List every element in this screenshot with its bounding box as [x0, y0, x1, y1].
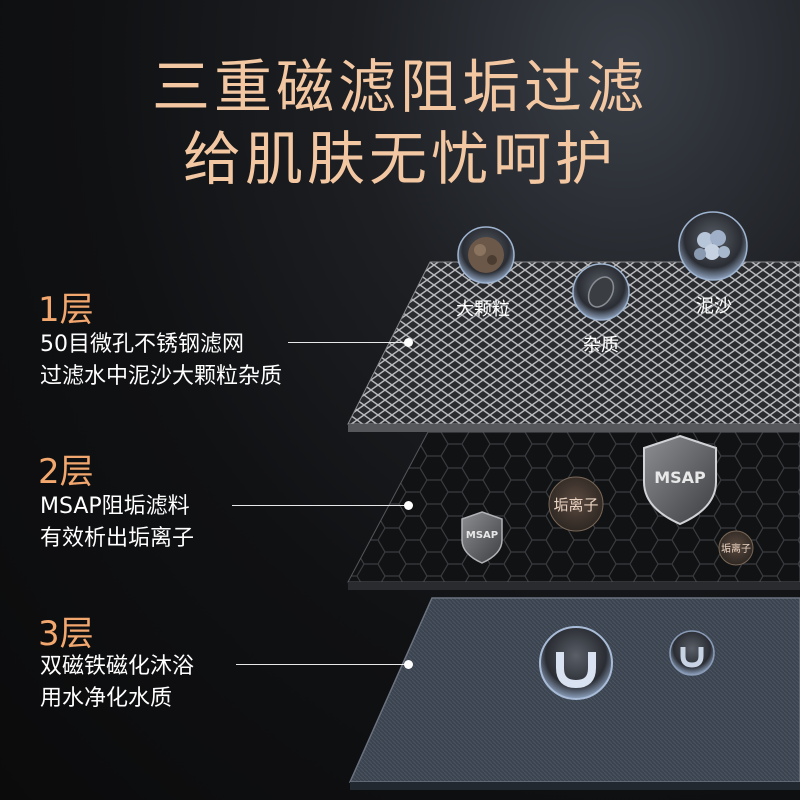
scale-ion-icon: 垢离子 [548, 476, 604, 532]
scale-ion-label: 垢离子 [553, 496, 598, 514]
layer-2-number: 2层 [38, 452, 94, 492]
layer-3-number: 3层 [38, 614, 94, 654]
layer-1-desc-line-1: 50目微孔不锈钢滤网 [40, 332, 244, 357]
layer-1-leader-line [288, 342, 406, 343]
layer-2-leader-line [232, 505, 406, 506]
layer-2-desc-line-1: MSAP阻垢滤料 [40, 494, 190, 519]
layer-3-desc-line-2: 用水净化水质 [40, 686, 173, 711]
scale-ion-label-small: 垢离子 [721, 542, 751, 555]
headline-line-1: 三重磁滤阻垢过滤 [151, 53, 648, 121]
pebble-icon [572, 263, 630, 321]
msap-shield-icon: MSAP [643, 434, 717, 526]
msap-shield-icon-small: MSAP [461, 511, 503, 564]
layer-3-desc-line-1: 双磁铁磁化沐浴 [40, 654, 195, 679]
layer-1-desc-line-2: 过滤水中泥沙大颗粒杂质 [40, 364, 283, 389]
layer-2-desc-line-2: 有效析出垢离子 [40, 526, 195, 551]
layer-3-leader-dot [404, 660, 413, 669]
msap-shield-label-small: MSAP [466, 530, 498, 541]
particle-label-impurity: 杂质 [583, 335, 619, 356]
layer-2-leader-dot [404, 501, 413, 510]
dust-particle-icon [457, 226, 515, 284]
layer-1-number: 1层 [38, 290, 94, 330]
headline-line-2: 给肌肤无忧呵护 [182, 125, 617, 193]
scale-ion-icon-small: 垢离子 [718, 530, 754, 566]
particle-label-large: 大颗粒 [456, 299, 510, 320]
msap-shield-label: MSAP [654, 468, 706, 487]
magnet-icon [539, 626, 613, 700]
sand-cluster-icon [678, 211, 748, 281]
particle-label-sand: 泥沙 [696, 296, 732, 317]
layer-1-leader-dot [404, 338, 413, 347]
layer-1-mesh [347, 261, 800, 432]
magnet-icon-small [669, 630, 715, 676]
layer-3-leader-line [236, 664, 406, 665]
